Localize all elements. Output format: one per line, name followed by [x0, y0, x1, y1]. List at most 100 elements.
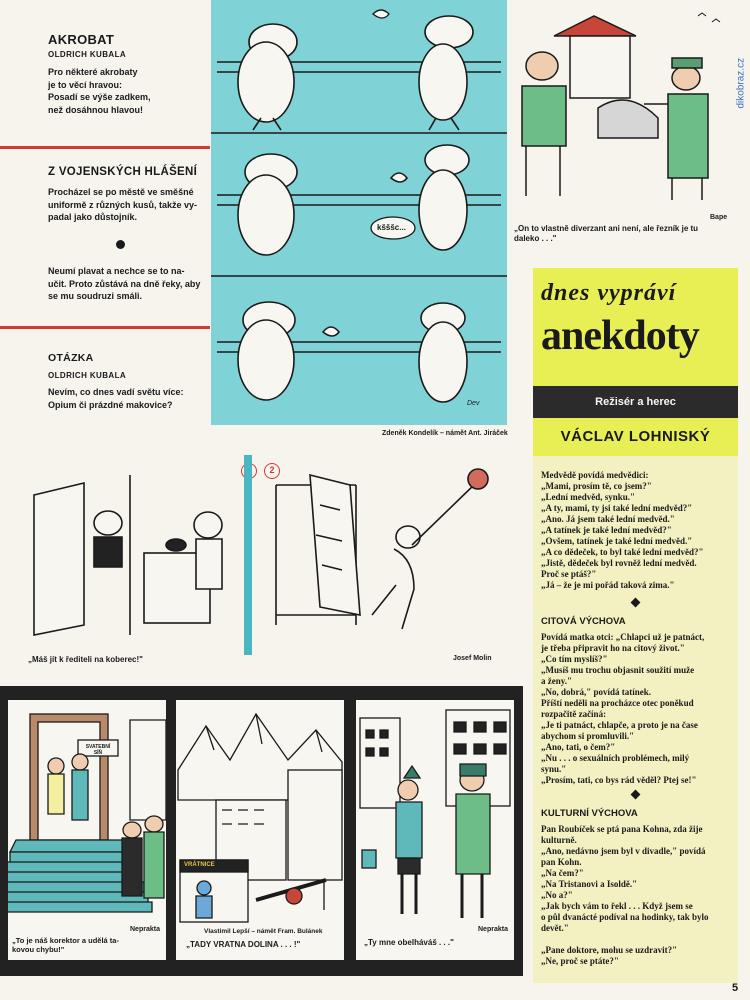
figure-right — [418, 15, 474, 131]
poem-line: Pro některé akrobaty — [48, 67, 138, 77]
left-text-column: AKROBAT OLDRICH KUBALA Pro některé akrob… — [0, 0, 210, 430]
poem-line: Opium či prázdné makovice? — [48, 399, 173, 410]
koberec-caption: „Máš jít k řediteli na koberec!" — [28, 655, 143, 664]
story-line: „A tatínek je také lední medvěd?" — [541, 525, 672, 535]
story-line: „Co tím myslíš?" — [541, 654, 608, 664]
story-line: a ženy." — [541, 676, 572, 686]
header-line-1: dnes vypráví — [541, 280, 677, 306]
vojensky-title: Z VOJENSKÝCH HLÁŠENÍ — [48, 166, 198, 178]
story-doktor: „Pane doktore, mohu se uzdravit?" „Ne, p… — [541, 945, 733, 967]
caption-line: „On to vlastně diverzant ani není, ale ř… — [514, 224, 699, 233]
story-line: „A ty, mami, ty jsi také lední medvěd?" — [541, 503, 693, 513]
anekdoty-panel: dnes vypráví anekdoty Režisér a herec VÁ… — [533, 268, 738, 983]
text-line: uniformě z různých kusů, takže vy- — [48, 199, 198, 210]
story-kulturni: Pan Roubíček se ptá pana Kohna, zda žije… — [541, 824, 733, 934]
text-line: učit. Proto zůstává na dně řeky, aby — [48, 278, 201, 289]
header-line-2: anekdoty — [541, 313, 700, 359]
story-line: devět." — [541, 923, 569, 933]
text-line: Procházel se po městě ve směšné — [48, 187, 194, 197]
story-line: „Pane doktore, mohu se uzdravit?" — [541, 945, 678, 955]
story-line: Medvědě povídá medvědici: — [541, 470, 649, 480]
story-line: „Mami, prosím tě, co jsem?" — [541, 481, 652, 491]
diverzant-credit: Bape — [710, 214, 728, 221]
bullet-separator — [116, 240, 125, 249]
story-line: „No a?" — [541, 890, 573, 900]
cartoon-drawing — [0, 713, 167, 913]
caption-line: „To je náš korektor a udělá ta- — [12, 936, 119, 945]
story-line: Příští neděli na procházce otec poněkud — [541, 698, 694, 708]
story-line: „Jistě, dědeček byl rovněž lední medvěd. — [541, 558, 697, 568]
text-line: Neumí plavat a nechce se to na- — [48, 266, 185, 276]
story-line: „Musíš mu trochu objasnit soužití muže — [541, 665, 695, 675]
cyan-comic-strip: kšššc... Dev — [211, 0, 507, 425]
story-line: „Nu . . . o sexuálních problémech, milý — [541, 753, 690, 763]
comic-drawing — [211, 9, 507, 403]
akrobat-author: OLDRICH KUBALA — [48, 50, 127, 59]
caption-line: kovou chybu!" — [12, 945, 65, 954]
artist-signature: Dev — [467, 400, 480, 407]
divider-red — [0, 326, 210, 329]
sign-line: SÍŇ — [93, 750, 103, 756]
panel-separator-bar — [244, 455, 252, 655]
cartoon-pane-valley: VRÁTNICE Vlastimil Lepší – námět Fram. B… — [176, 700, 344, 960]
story-line: „Jak bych vám to řekl . . . Když jsem se — [541, 901, 693, 911]
cartoon-drawing — [33, 468, 489, 636]
poem-line: je to věcí hravou: — [48, 79, 123, 90]
divider-red — [0, 146, 210, 149]
story-line: „Je ti patnáct, chlapče, a proto je na č… — [541, 720, 698, 730]
story-line: „Ano, nedávno jsem byl v divadle," povíd… — [541, 846, 706, 856]
wedding-caption: „To je náš korektor a udělá ta- kovou ch… — [12, 936, 162, 954]
story-line: Proč se ptáš?" — [541, 569, 597, 579]
story-line: „Ne, proč se ptáte?" — [541, 956, 619, 966]
story-line: abychom si promluvili." — [541, 731, 635, 741]
figure-left — [237, 23, 298, 131]
caption-line: daleko . . ." — [514, 234, 557, 243]
story-citova: Povídá matka otci: „Chlapci už je patnác… — [541, 632, 733, 786]
bottom-cartoons-strip: SVATEBNÍ SÍŇ Neprakta „To je náš korekto… — [0, 686, 523, 976]
wedding-credit: Neprakta — [130, 926, 160, 933]
story-line: synu." — [541, 764, 567, 774]
otazka-title: OTÁZKA — [48, 352, 94, 364]
story-line: pan Kohn. — [541, 857, 582, 867]
story-line: „Na Tristanovi a Isoldě." — [541, 879, 638, 889]
poem-line: Posadí se výše zadkem, — [48, 92, 151, 102]
cartoon-drawing — [521, 12, 721, 200]
diverzant-caption: „On to vlastně diverzant ani není, ale ř… — [514, 224, 734, 244]
akrobat-poem: Pro některé akrobaty je to věcí hravou: … — [48, 66, 198, 116]
poem-line: než dosáhnou hlavou! — [48, 104, 144, 115]
page-number: 5 — [732, 982, 739, 994]
story-line: kulturně. — [541, 835, 577, 845]
watermark: dikobraz.cz — [735, 57, 747, 109]
story-line: „Lední medvěd, synku." — [541, 492, 636, 502]
otazka-author: OLDRICH KUBALA — [48, 371, 127, 380]
author-name-band: VÁCLAV LOHNISKÝ — [533, 418, 738, 456]
story-line: rozpačitě začíná: — [541, 709, 607, 719]
diverzant-cartoon — [512, 8, 734, 208]
vojensky-text-2: Neumí plavat a nechce se to na- učit. Pr… — [48, 265, 208, 303]
story-line: „Prosím, tati, co bys rád věděl? Ptej se… — [541, 775, 697, 785]
bubble-text: kšššc... — [377, 223, 406, 232]
text-line: padal jako důstojník. — [48, 212, 138, 222]
wedding-hall-sign: SVATEBNÍ SÍŇ — [82, 744, 114, 756]
poem-line: Nevím, co dnes vadí světu více: — [48, 387, 184, 397]
cyan-comic-credit: Zdeněk Kondelík – námět Ant. Jiráček — [382, 430, 508, 437]
valley-credit: Vlastimil Lepší – námět Fram. Bulánek — [204, 928, 323, 935]
speech-bubble — [370, 216, 416, 240]
story-bears: Medvědě povídá medvědici: „Mami, prosím … — [541, 470, 733, 591]
story-line: „No, dobrá," povídá tatínek. — [541, 687, 652, 697]
cartoon-drawing — [177, 712, 343, 923]
sign-line: SVATEBNÍ — [85, 744, 111, 750]
anekdoty-header: dnes vypráví anekdoty — [533, 268, 738, 386]
cartoon-pane-couple: Neprakta „Ty mne obelháváš . . ." — [356, 700, 514, 960]
story-line: Pan Roubíček se ptá pana Kohna, zda žije — [541, 824, 703, 834]
kiosk-sign: VRÁTNICE — [184, 862, 215, 868]
section-title-kulturni: KULTURNÍ VÝCHOVA — [541, 808, 638, 819]
valley-caption: „TADY VRATNA DOLINA . . . !" — [186, 940, 301, 949]
bird-icon — [372, 9, 390, 19]
story-line: „A co dědeček, to byl také lední medvěd?… — [541, 547, 704, 557]
story-line: „Ano, tati, o čem?" — [541, 742, 616, 752]
couple-caption: „Ty mne obelháváš . . ." — [364, 938, 454, 947]
otazka-poem: Nevím, co dnes vadí světu více: Opium či… — [48, 386, 208, 411]
cartoon-pane-wedding: SVATEBNÍ SÍŇ Neprakta „To je náš korekto… — [0, 700, 167, 960]
story-line: je třeba připravit ho na citový život." — [541, 643, 685, 653]
